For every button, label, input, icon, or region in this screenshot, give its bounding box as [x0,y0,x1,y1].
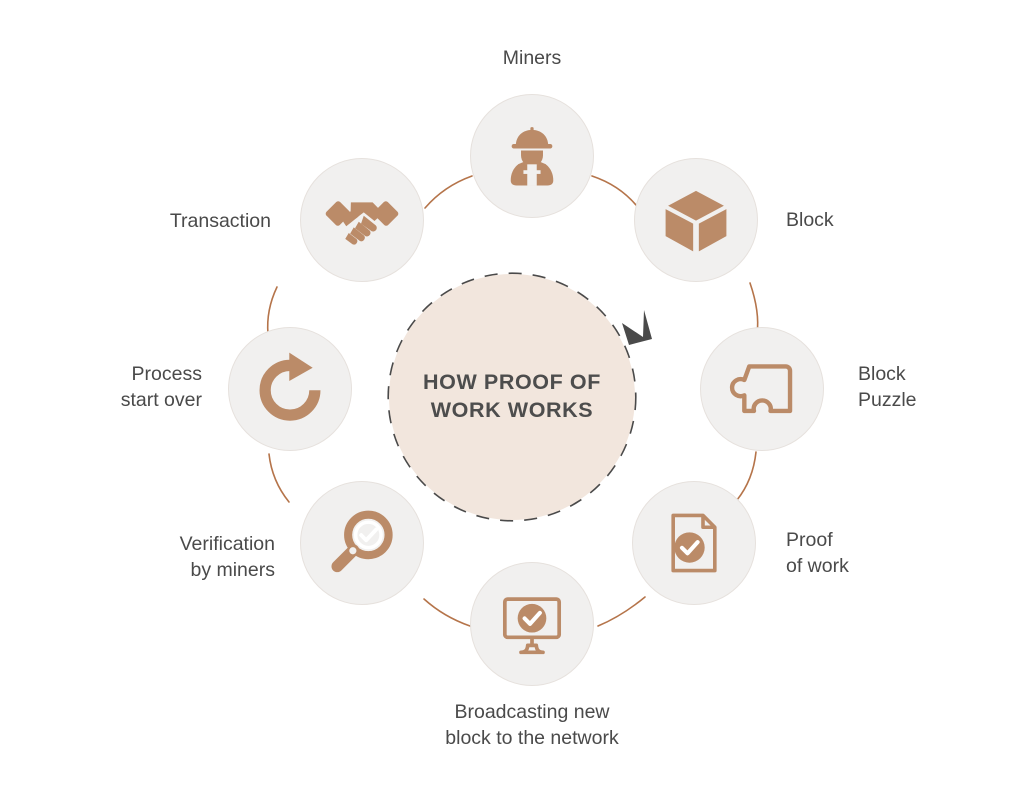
node-broadcasting[interactable] [470,562,594,686]
arc-blockpuzzle-proofofwork [736,451,757,501]
cube-block-icon [658,182,734,258]
label-proof-of-work: Proof of work [786,529,849,577]
node-block[interactable] [634,158,758,282]
arc-miners-block [591,175,641,211]
arc-broadcasting-verification [423,598,471,627]
node-proof-of-work[interactable] [632,481,756,605]
arc-verification-processstartover [268,453,290,503]
clockwise-arrow-top-right-icon [622,310,652,345]
monitor-check-icon [495,587,569,661]
handshake-icon [322,180,402,260]
label-broadcasting: Broadcasting new block to the network [445,701,619,749]
label-verification: Verification by miners [179,533,275,581]
label-process-start-over: Process start over [120,363,202,411]
arc-processstartover-transaction [266,286,278,335]
puzzle-piece-icon [723,350,801,428]
label-block: Block [786,209,834,231]
hub-title: HOW PROOF OF WORK WORKS [423,370,601,422]
arc-proofofwork-broadcasting [597,596,646,627]
miner-worker-icon [495,119,569,193]
document-check-icon [658,507,730,579]
node-process-start-over[interactable] [228,327,352,451]
label-miners: Miners [502,47,562,69]
refresh-circular-icon [251,350,329,428]
node-verification[interactable] [300,481,424,605]
node-transaction[interactable] [300,158,424,282]
node-miners[interactable] [470,94,594,218]
label-block-puzzle: Block Puzzle [858,363,917,411]
node-block-puzzle[interactable] [700,327,824,451]
label-transaction: Transaction [169,210,271,232]
arc-transaction-miners [424,175,473,209]
magnifier-check-icon [325,506,399,580]
hub-center: HOW PROOF OF WORK WORKS [389,274,635,520]
